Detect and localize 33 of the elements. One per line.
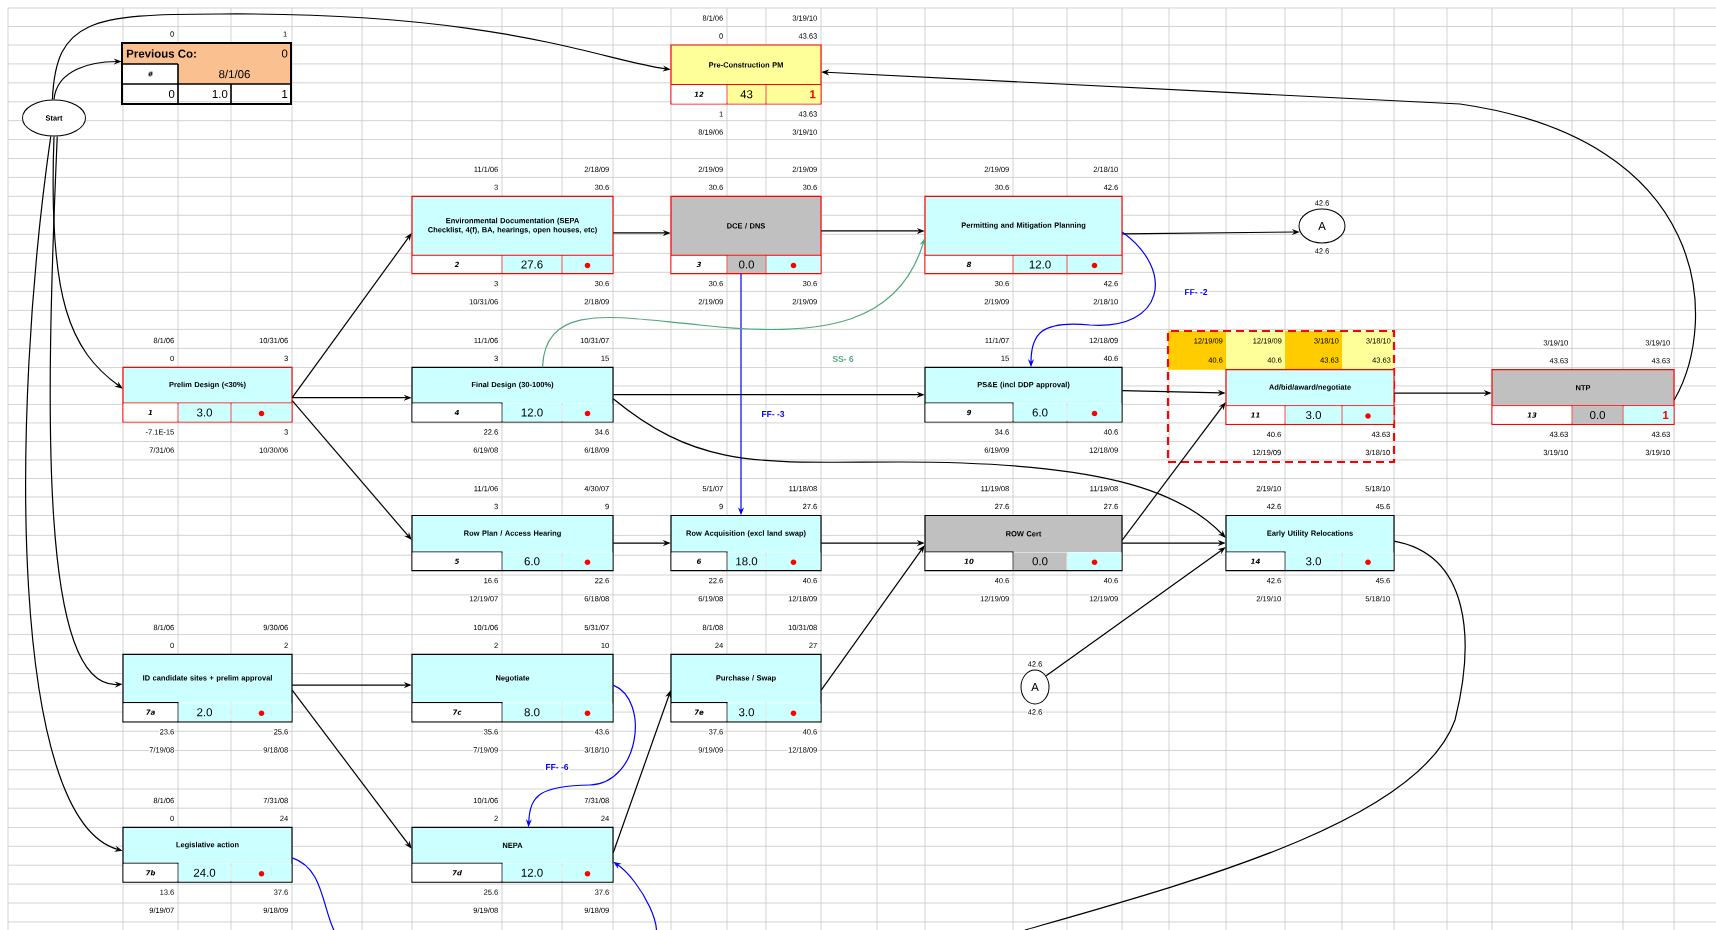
status-cell: 1: [1623, 406, 1674, 424]
duration-cell: 0.0: [1013, 552, 1067, 570]
cell-value: 1: [282, 90, 288, 98]
duration-cell: 12.0: [502, 863, 562, 882]
cell-value: 0: [168, 89, 175, 99]
duration-cell: 18.0: [727, 552, 766, 570]
cell-value: 1.0: [212, 89, 228, 99]
duration-cell: 3.0: [727, 703, 766, 722]
edge-label: SS- 6: [831, 355, 855, 363]
cell-value: 0: [281, 49, 288, 58]
duration-cell: 8.0: [502, 703, 562, 722]
edge-label: FF- -6: [544, 763, 570, 771]
duration-cell: 43: [727, 85, 766, 104]
edge-label: FF- -3: [760, 410, 786, 418]
duration-cell: 24.0: [178, 863, 231, 882]
connector-line: [1024, 540, 1466, 930]
duration-cell: 2.0: [178, 703, 231, 722]
duration-cell: 12.0: [502, 403, 562, 422]
duration-cell: 3.0: [1285, 406, 1342, 424]
edge-label: FF- -2: [1183, 288, 1209, 296]
duration-cell: 3.0: [1285, 552, 1342, 570]
status-cell: 1: [766, 85, 821, 104]
dashed-group: [1166, 329, 1396, 464]
arrow: [291, 689, 412, 849]
header-text: Previous Co:: [126, 49, 196, 58]
arrow: [820, 545, 925, 691]
date-value: 8/1/06: [219, 69, 250, 79]
duration-cell: 0.0: [1572, 406, 1623, 424]
duration-cell: 6.0: [1013, 403, 1067, 422]
arrow: [1045, 547, 1226, 677]
arrow: [291, 857, 658, 930]
duration-cell: 6.0: [502, 552, 562, 570]
arrow: [1121, 402, 1226, 541]
